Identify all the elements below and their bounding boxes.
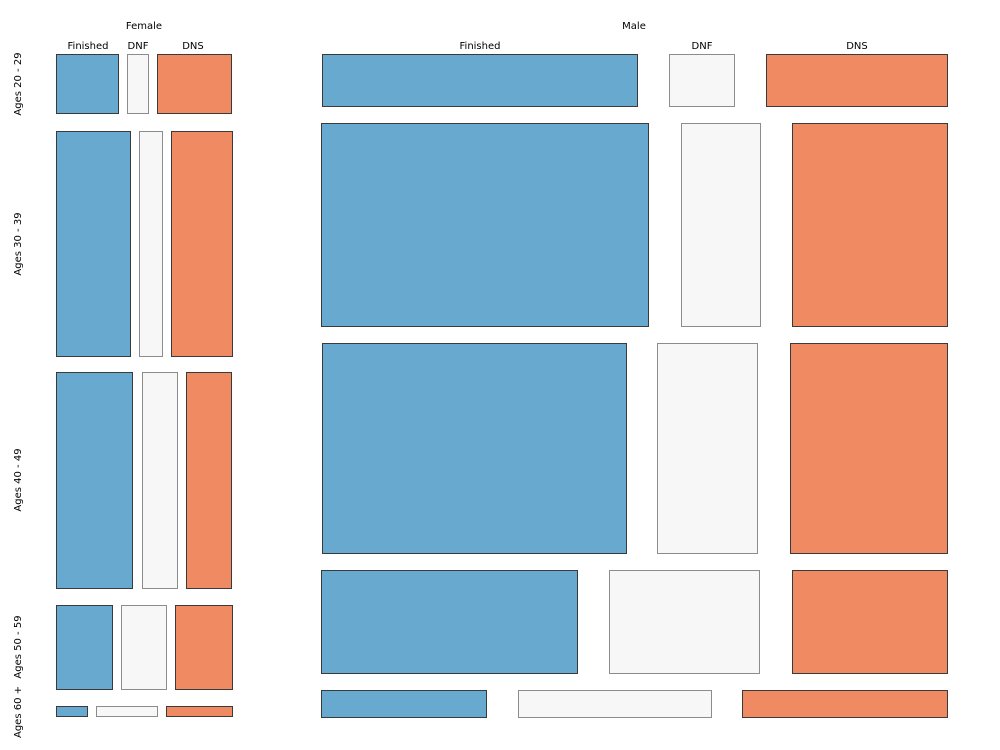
cell-female-ages-50-59-dnf xyxy=(121,605,167,690)
cell-male-ages-40-49-dns xyxy=(790,343,948,554)
cell-female-ages-60-dns xyxy=(166,706,233,717)
cell-male-ages-20-29-dns xyxy=(766,54,948,107)
cell-female-ages-60-finished xyxy=(56,706,88,717)
cell-male-ages-60-dns xyxy=(742,690,948,718)
col-header-female-finished: Finished xyxy=(67,41,109,52)
col-header-male-dns: DNS xyxy=(846,41,868,52)
gender-title-female: Female xyxy=(125,21,163,32)
col-header-female-dnf: DNF xyxy=(127,41,149,52)
row-label-ages-30-39: Ages 30 - 39 xyxy=(13,212,24,276)
cell-female-ages-20-29-finished xyxy=(56,54,119,114)
row-label-ages-40-49: Ages 40 - 49 xyxy=(13,448,24,512)
cell-male-ages-30-39-finished xyxy=(321,123,649,327)
row-label-ages-60: Ages 60 + xyxy=(13,685,24,739)
row-label-ages-20-29: Ages 20 - 29 xyxy=(13,52,24,116)
cell-female-ages-40-49-finished xyxy=(56,372,133,589)
gender-title-male: Male xyxy=(622,21,646,32)
cell-female-ages-20-29-dns xyxy=(157,54,232,114)
cell-male-ages-20-29-finished xyxy=(322,54,638,107)
cell-male-ages-50-59-dnf xyxy=(609,570,760,674)
cell-male-ages-20-29-dnf xyxy=(669,54,735,107)
cell-female-ages-30-39-finished xyxy=(56,131,131,357)
cell-female-ages-40-49-dns xyxy=(186,372,232,589)
cell-male-ages-30-39-dns xyxy=(792,123,948,327)
col-header-male-dnf: DNF xyxy=(691,41,713,52)
cell-male-ages-40-49-finished xyxy=(322,343,627,554)
cell-female-ages-50-59-dns xyxy=(175,605,233,690)
cell-female-ages-30-39-dnf xyxy=(139,131,163,357)
cell-female-ages-50-59-finished xyxy=(56,605,113,690)
cell-male-ages-60-dnf xyxy=(518,690,712,718)
col-header-female-dns: DNS xyxy=(182,41,204,52)
cell-male-ages-50-59-finished xyxy=(321,570,578,674)
col-header-male-finished: Finished xyxy=(459,41,501,52)
cell-male-ages-40-49-dnf xyxy=(657,343,758,554)
row-label-ages-50-59: Ages 50 - 59 xyxy=(13,615,24,679)
cell-female-ages-60-dnf xyxy=(96,706,158,717)
cell-male-ages-60-finished xyxy=(321,690,487,718)
cell-female-ages-40-49-dnf xyxy=(142,372,178,589)
cell-female-ages-30-39-dns xyxy=(171,131,233,357)
cell-male-ages-50-59-dns xyxy=(792,570,948,674)
cell-male-ages-30-39-dnf xyxy=(681,123,761,327)
cell-female-ages-20-29-dnf xyxy=(127,54,149,114)
